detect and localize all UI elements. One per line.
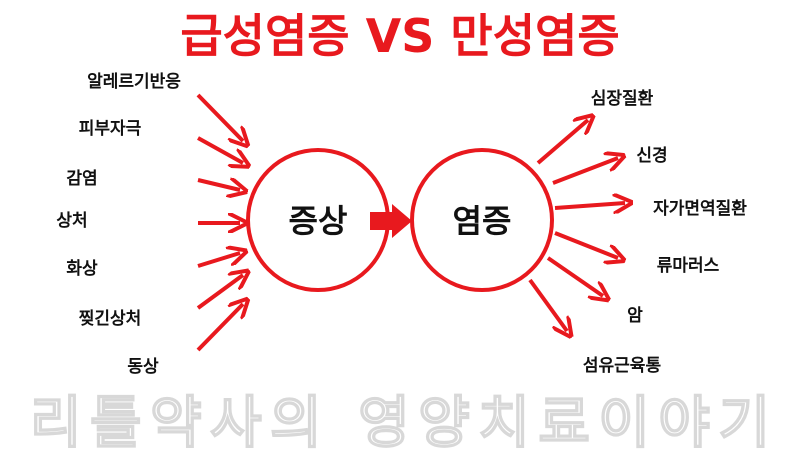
arrow-icon — [546, 256, 603, 296]
disease-label: 류마러스 — [657, 256, 720, 276]
arrow-icon — [197, 253, 240, 268]
cause-label: 찢긴상처 — [79, 309, 142, 329]
page-title: 급성염증 VS 만성염증 — [180, 9, 619, 63]
arrow-icon — [196, 304, 243, 352]
arrow-icon — [554, 231, 618, 258]
arrow-icon — [196, 93, 243, 141]
cause-label: 동상 — [127, 357, 159, 377]
disease-label: 신경 — [636, 146, 667, 166]
cause-label: 피부자극 — [79, 119, 142, 139]
inflammation-circle — [410, 148, 554, 292]
cause-label: 상처 — [56, 211, 87, 231]
arrow-icon — [197, 136, 243, 163]
disease-label: 암 — [627, 306, 643, 326]
center-arrow-icon — [370, 204, 412, 238]
arrow-icon — [528, 278, 567, 331]
watermark: 리틀약사의 영양치료이야기 — [30, 391, 770, 450]
disease-arrows — [528, 120, 625, 331]
arrow-icon — [536, 120, 588, 165]
arrow-icon — [554, 203, 625, 208]
cause-arrows — [196, 93, 243, 352]
disease-label: 자가면역질환 — [653, 198, 747, 219]
disease-label: 심장질환 — [591, 88, 654, 109]
cause-label: 알레르기반응 — [87, 72, 181, 92]
arrow-icon — [552, 158, 618, 185]
arrow-icon — [197, 180, 240, 190]
cause-label: 감염 — [66, 169, 97, 189]
arrow-icon — [196, 275, 243, 310]
disease-label: 섬유근육통 — [583, 356, 662, 376]
symptom-label: 증상 — [289, 202, 348, 240]
cause-label: 화상 — [66, 259, 98, 279]
inflammation-label: 염증 — [453, 202, 512, 240]
